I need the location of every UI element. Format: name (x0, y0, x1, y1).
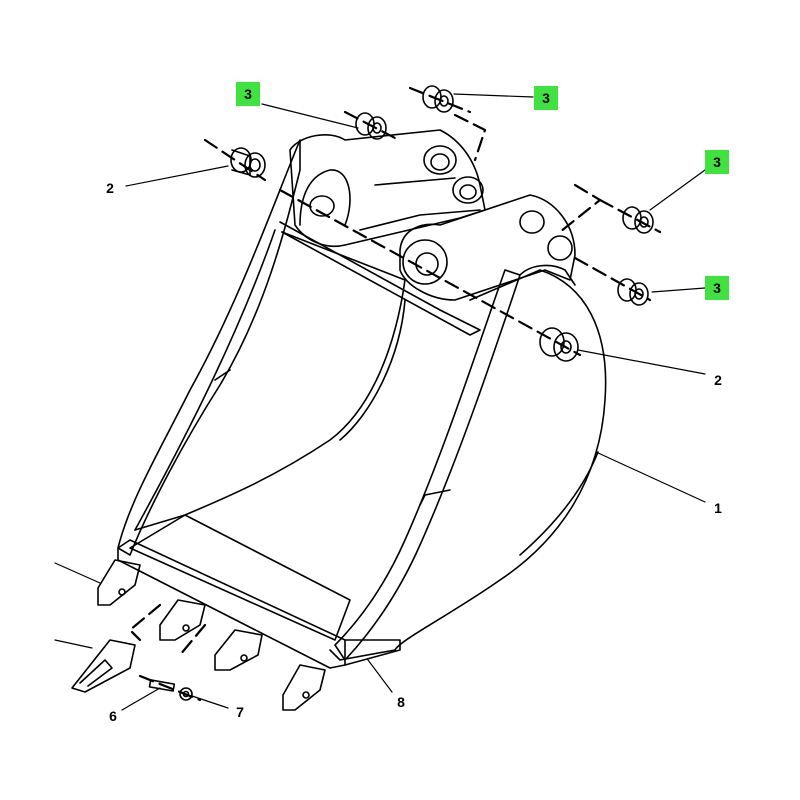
left-side-plate (117, 139, 301, 556)
bushing-2-right (539, 327, 579, 362)
bucket-floor (129, 514, 351, 641)
tooth (97, 559, 141, 606)
front-bracket (279, 194, 576, 336)
callout-1: 1 (714, 500, 722, 516)
tooth (214, 629, 263, 671)
bushing-2-left (230, 147, 266, 178)
bucket-cavity (134, 231, 406, 531)
assembly-lines (128, 86, 662, 702)
bucket-body (117, 139, 607, 669)
right-side-plate (334, 269, 521, 661)
callout-2-right: 2 (714, 372, 722, 388)
bucket-back-shell (329, 269, 607, 661)
callout-3-top-right: 3 (534, 86, 558, 110)
cutting-edge (117, 539, 346, 669)
tooth (159, 599, 206, 641)
bushing-3-d (617, 278, 649, 306)
tooth-pin (148, 679, 176, 692)
rear-bracket (289, 129, 486, 247)
callout-6: 6 (109, 708, 117, 724)
bushing-3-a (355, 112, 387, 140)
callout-2-left: 2 (106, 180, 114, 196)
callout-8: 8 (397, 694, 405, 710)
callout-3-right-lower: 3 (705, 276, 729, 300)
tooth (282, 664, 326, 711)
teeth (71, 559, 326, 711)
callout-3-right-upper: 3 (705, 150, 729, 174)
tooth-exploded (71, 639, 136, 693)
callout-7: 7 (236, 704, 244, 720)
leader-lines (54, 93, 706, 711)
upper-bushing-installed (452, 176, 484, 204)
callout-3-top-left: 3 (236, 82, 260, 106)
